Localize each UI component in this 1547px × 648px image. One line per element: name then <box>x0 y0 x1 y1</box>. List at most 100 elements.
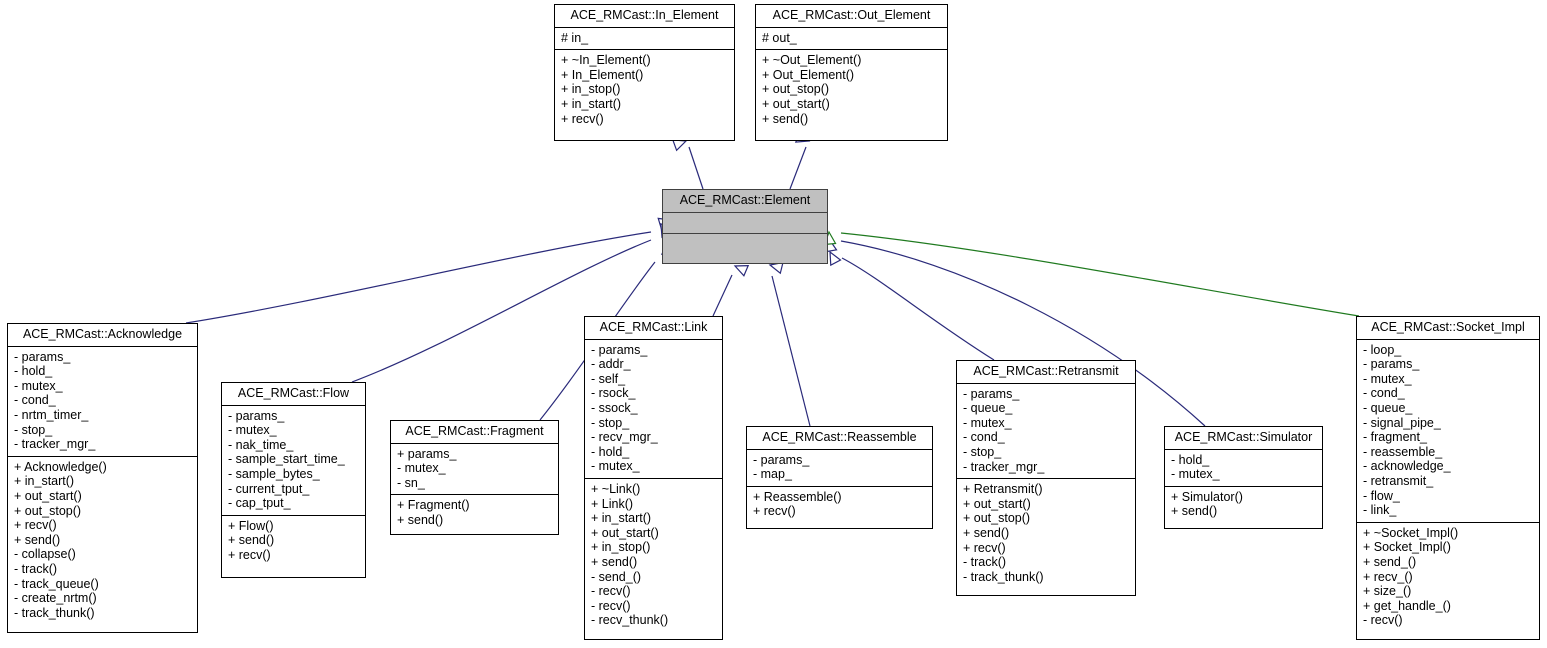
method-item: + out_start() <box>762 96 830 111</box>
class-separator <box>756 26 947 28</box>
class-node-retransmit[interactable]: ACE_RMCast::Retransmit- params_- queue_-… <box>956 360 1136 596</box>
method-item: + ~Socket_Impl() <box>1363 525 1459 540</box>
edge-e6-inheritance <box>712 274 733 317</box>
class-title-in_element: ACE_RMCast::In_Element <box>570 8 719 22</box>
class-separator <box>756 49 947 51</box>
class-node-out_element[interactable]: ACE_RMCast::Out_Element# out_+ ~Out_Elem… <box>755 4 948 141</box>
class-separator <box>391 442 558 444</box>
method-item: + In_Element() <box>561 67 644 82</box>
attribute-item: - hold_ <box>14 364 53 379</box>
attributes-compartment-flow: - params_- mutex_- nak_time_- sample_sta… <box>222 406 365 515</box>
class-node-simulator[interactable]: ACE_RMCast::Simulator- hold_- mutex_+ Si… <box>1164 426 1323 529</box>
attribute-item: - flow_ <box>1363 488 1400 503</box>
method-item: + send() <box>963 525 1010 540</box>
class-separator <box>663 211 827 213</box>
method-item: - track_thunk() <box>963 569 1044 584</box>
method-item: - recv() <box>1363 613 1403 628</box>
attribute-item: - stop_ <box>14 422 53 437</box>
method-item: + send() <box>397 512 444 527</box>
class-title-simulator: ACE_RMCast::Simulator <box>1174 430 1313 444</box>
edge-e2-inheritance <box>789 146 807 190</box>
method-item: + in_stop() <box>591 540 651 555</box>
attribute-item: - mutex_ <box>963 415 1012 430</box>
attributes-compartment-element <box>663 213 827 233</box>
class-separator <box>8 455 197 457</box>
attribute-item: - addr_ <box>591 357 631 372</box>
method-item: + out_start() <box>591 525 659 540</box>
method-item: - recv() <box>591 598 631 613</box>
method-item: - send_() <box>591 569 642 584</box>
method-item: + in_start() <box>591 511 652 526</box>
method-item: - collapse() <box>14 547 76 562</box>
attribute-item: - link_ <box>1363 503 1397 518</box>
class-node-in_element[interactable]: ACE_RMCast::In_Element# in_+ ~In_Element… <box>554 4 735 141</box>
attribute-item: - retransmit_ <box>1363 473 1434 488</box>
class-separator <box>663 232 827 234</box>
method-item: + get_handle_() <box>1363 598 1451 613</box>
class-title-acknowledge: ACE_RMCast::Acknowledge <box>22 327 183 341</box>
method-item: + recv() <box>963 540 1006 555</box>
method-item: + send() <box>591 554 638 569</box>
method-item: + in_start() <box>14 474 75 489</box>
method-item: + send() <box>14 532 61 547</box>
attribute-item: - recv_mgr_ <box>591 430 658 445</box>
method-item: - recv() <box>591 584 631 599</box>
attribute-item: - mutex_ <box>397 461 446 476</box>
attribute-item: - tracker_mgr_ <box>963 459 1045 474</box>
class-separator <box>1357 338 1539 340</box>
method-item: + send() <box>228 533 275 548</box>
method-item: + out_start() <box>14 488 82 503</box>
class-node-element[interactable]: ACE_RMCast::Element <box>662 189 828 264</box>
method-item: + recv() <box>228 547 271 562</box>
method-item: + ~Link() <box>591 481 641 496</box>
attribute-item: - mutex_ <box>228 423 277 438</box>
attribute-item: - mutex_ <box>1171 467 1220 482</box>
edge-e7-inheritance <box>771 275 811 427</box>
attribute-item: - params_ <box>1363 357 1420 372</box>
attributes-compartment-reassemble: - params_- map_ <box>747 450 932 486</box>
class-separator <box>555 49 734 51</box>
attribute-item: - mutex_ <box>1363 371 1412 386</box>
attributes-compartment-out_element: # out_ <box>756 28 947 50</box>
class-separator <box>8 345 197 347</box>
class-node-reassemble[interactable]: ACE_RMCast::Reassemble- params_- map_+ R… <box>746 426 933 529</box>
method-item: + Flow() <box>228 518 274 533</box>
class-separator <box>391 494 558 496</box>
attribute-item: - current_tput_ <box>228 481 310 496</box>
methods-compartment-out_element: + ~Out_Element()+ Out_Element()+ out_sto… <box>756 50 947 130</box>
method-item: + Simulator() <box>1171 489 1243 504</box>
class-node-acknowledge[interactable]: ACE_RMCast::Acknowledge- params_- hold_-… <box>7 323 198 633</box>
class-title-socket_impl: ACE_RMCast::Socket_Impl <box>1371 320 1525 334</box>
attribute-item: - acknowledge_ <box>1363 459 1451 474</box>
method-item: + ~In_Element() <box>561 53 651 68</box>
method-item: + out_stop() <box>963 511 1031 526</box>
class-separator <box>222 514 365 516</box>
attribute-item: + params_ <box>397 446 457 461</box>
attributes-compartment-acknowledge: - params_- hold_- mutex_- cond_- nrtm_ti… <box>8 347 197 456</box>
methods-compartment-flow: + Flow()+ send()+ recv() <box>222 516 365 567</box>
attribute-item: - sn_ <box>397 475 425 490</box>
method-item: + Socket_Impl() <box>1363 540 1451 555</box>
attributes-compartment-retransmit: - params_- queue_- mutex_- cond_- stop_-… <box>957 384 1135 479</box>
class-title-element: ACE_RMCast::Element <box>679 193 811 207</box>
class-separator <box>1357 521 1539 523</box>
class-node-fragment[interactable]: ACE_RMCast::Fragment+ params_- mutex_- s… <box>390 420 559 535</box>
class-node-link[interactable]: ACE_RMCast::Link- params_- addr_- self_-… <box>584 316 723 640</box>
method-item: + out_stop() <box>762 82 830 97</box>
attribute-item: - queue_ <box>963 401 1013 416</box>
methods-compartment-socket_impl: + ~Socket_Impl()+ Socket_Impl()+ send_()… <box>1357 523 1539 632</box>
method-item: + send_() <box>1363 554 1417 569</box>
class-separator <box>747 485 932 487</box>
class-node-socket_impl[interactable]: ACE_RMCast::Socket_Impl- loop_- params_-… <box>1356 316 1540 640</box>
attribute-item: - cond_ <box>14 393 56 408</box>
method-item: + Fragment() <box>397 498 470 513</box>
attribute-item: - cond_ <box>1363 386 1405 401</box>
class-node-flow[interactable]: ACE_RMCast::Flow- params_- mutex_- nak_t… <box>221 382 366 578</box>
method-item: + send() <box>1171 504 1218 519</box>
attributes-compartment-in_element: # in_ <box>555 28 734 50</box>
method-item: - track_thunk() <box>14 605 95 620</box>
methods-compartment-acknowledge: + Acknowledge()+ in_start()+ out_start()… <box>8 457 197 625</box>
method-item: + out_start() <box>963 496 1031 511</box>
method-item: + Link() <box>591 496 634 511</box>
attribute-item: - hold_ <box>591 444 630 459</box>
